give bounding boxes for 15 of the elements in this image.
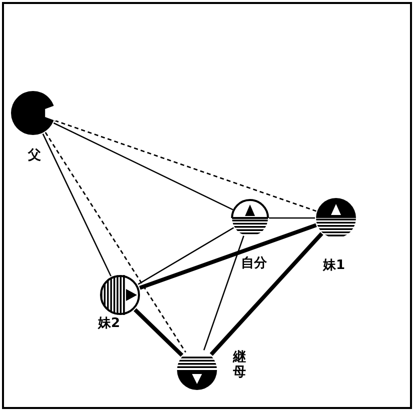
connector-line xyxy=(134,308,184,357)
connector-line xyxy=(210,232,324,356)
connector-line xyxy=(138,227,234,285)
name-label: 自分 xyxy=(241,256,267,271)
connector-line xyxy=(139,223,317,290)
connector-line xyxy=(203,236,244,350)
name-label: 父 xyxy=(28,148,41,163)
name-label: 妹1 xyxy=(323,258,346,273)
connector-line xyxy=(44,132,186,353)
connector-line xyxy=(54,120,316,212)
connector-line xyxy=(269,217,315,219)
connector-line xyxy=(53,122,234,210)
name-label: 継母 xyxy=(233,350,247,380)
name-label: 妹2 xyxy=(98,316,120,331)
connector-line xyxy=(42,134,112,276)
